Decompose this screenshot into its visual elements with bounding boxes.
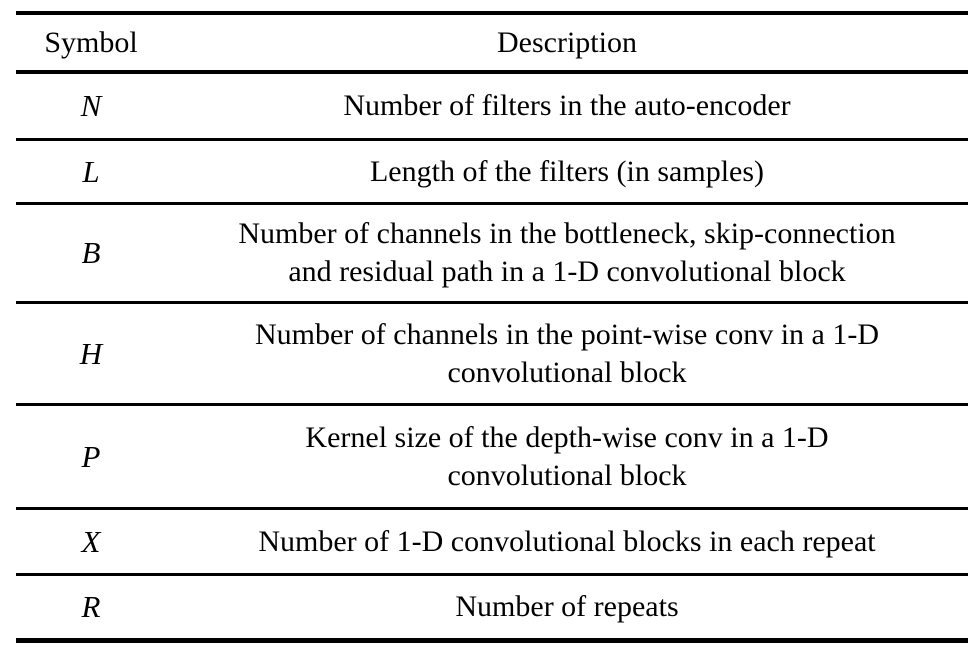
symbol-cell: R <box>16 576 166 643</box>
table-header-row: Symbol Description <box>16 15 968 74</box>
description-cell: Number of filters in the auto-encoder <box>166 74 968 141</box>
description-cell: Length of the filters (in samples) <box>166 141 968 205</box>
symbol-cell: X <box>16 510 166 576</box>
table-row: L Length of the filters (in samples) <box>16 141 968 205</box>
table-row: H Number of channels in the point-wise c… <box>16 304 968 406</box>
table-row: B Number of channels in the bottleneck, … <box>16 205 968 304</box>
column-header-symbol: Symbol <box>16 15 166 74</box>
table-row: P Kernel size of the depth-wise conv in … <box>16 406 968 510</box>
table-row: N Number of filters in the auto-encoder <box>16 74 968 141</box>
table-row: R Number of repeats <box>16 576 968 643</box>
description-cell: Number of channels in the bottleneck, sk… <box>166 205 968 304</box>
symbol-cell: P <box>16 406 166 510</box>
symbol-cell: H <box>16 304 166 406</box>
symbol-cell: L <box>16 141 166 205</box>
symbol-cell: B <box>16 205 166 304</box>
table-row: X Number of 1-D convolutional blocks in … <box>16 510 968 576</box>
description-cell: Number of 1-D convolutional blocks in ea… <box>166 510 968 576</box>
description-cell: Number of channels in the point-wise con… <box>166 304 968 406</box>
symbol-cell: N <box>16 74 166 141</box>
column-header-description: Description <box>166 15 968 74</box>
description-cell: Kernel size of the depth-wise conv in a … <box>166 406 968 510</box>
notation-table: Symbol Description N Number of filters i… <box>16 11 968 643</box>
description-cell: Number of repeats <box>166 576 968 643</box>
